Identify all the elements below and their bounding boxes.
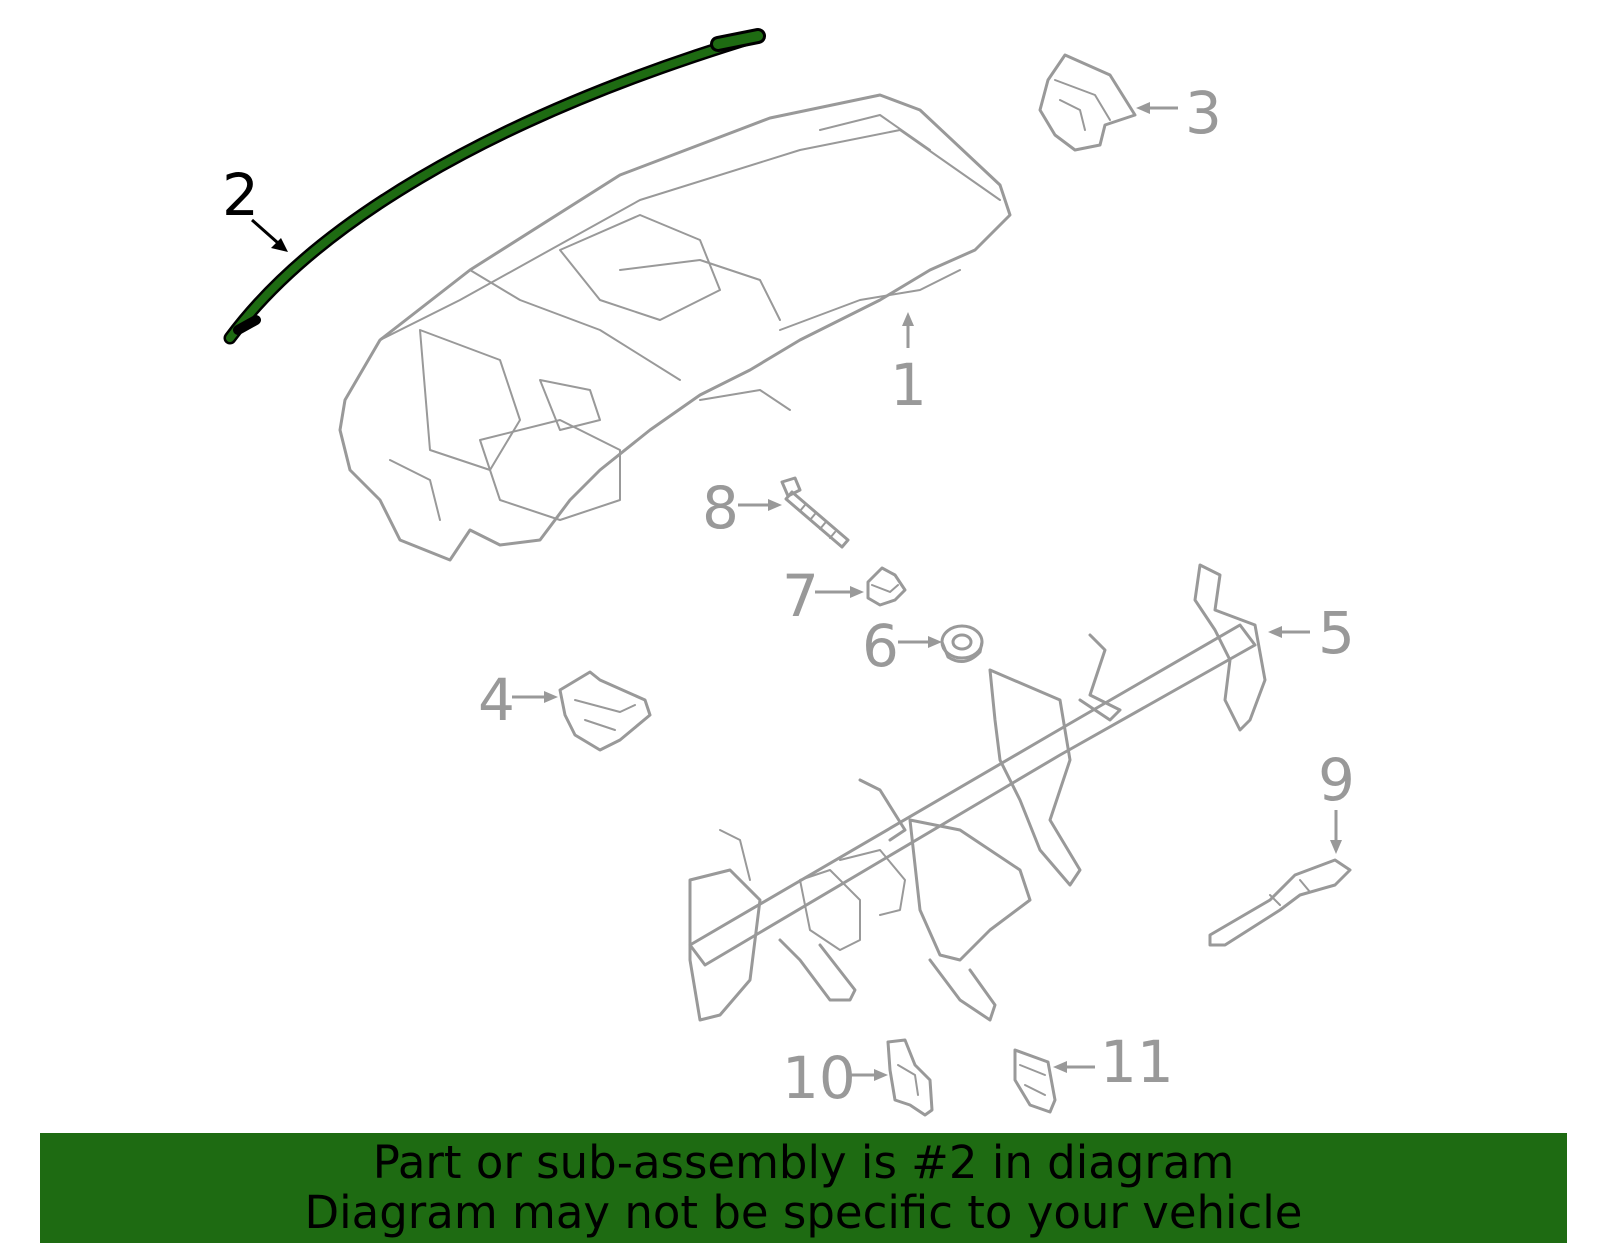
arrow-2	[251, 218, 288, 252]
part-6-grommet[interactable]	[940, 624, 984, 663]
part-5-cross-car-beam[interactable]	[688, 563, 1267, 1022]
part-info-banner: Part or sub-assembly is #2 in diagram Di…	[40, 1133, 1567, 1243]
arrow-3	[1136, 102, 1178, 114]
part-3-bracket[interactable]	[1038, 53, 1137, 152]
part-2-trim-strip[interactable]	[223, 28, 766, 345]
part-4-bracket[interactable]	[558, 670, 652, 752]
part-9-bracket[interactable]	[1208, 858, 1352, 947]
callout-labels: 1 2 3 4 5 6 7 8 9 10 11	[222, 79, 1355, 1112]
part-10-bracket[interactable]	[886, 1038, 934, 1117]
arrow-7	[815, 586, 864, 598]
callout-6: 6	[862, 612, 899, 680]
part-8-bolt[interactable]	[780, 476, 850, 549]
callout-1: 1	[890, 351, 927, 419]
part-7-clip[interactable]	[866, 566, 907, 607]
callout-3: 3	[1185, 79, 1222, 147]
arrow-8	[738, 499, 782, 511]
arrow-6	[898, 636, 942, 648]
banner-line-2: Diagram may not be specific to your vehi…	[304, 1186, 1303, 1239]
arrow-5	[1268, 626, 1310, 638]
callout-7: 7	[782, 562, 819, 630]
callout-10: 10	[782, 1044, 856, 1112]
part-1-instrument-panel[interactable]	[338, 93, 1012, 562]
arrow-1	[902, 312, 914, 348]
arrow-4	[512, 691, 558, 703]
arrow-11	[1053, 1061, 1095, 1073]
callout-4: 4	[478, 666, 515, 734]
callout-8: 8	[702, 474, 739, 542]
arrow-10	[850, 1069, 888, 1081]
part-11-bracket[interactable]	[1013, 1048, 1057, 1114]
leader-arrows	[251, 102, 1342, 1081]
callout-9: 9	[1318, 746, 1355, 814]
callout-11: 11	[1100, 1028, 1174, 1096]
arrow-9	[1330, 810, 1342, 854]
callout-5: 5	[1318, 599, 1355, 667]
banner-line-1: Part or sub-assembly is #2 in diagram	[372, 1136, 1235, 1189]
callout-2: 2	[222, 161, 259, 229]
